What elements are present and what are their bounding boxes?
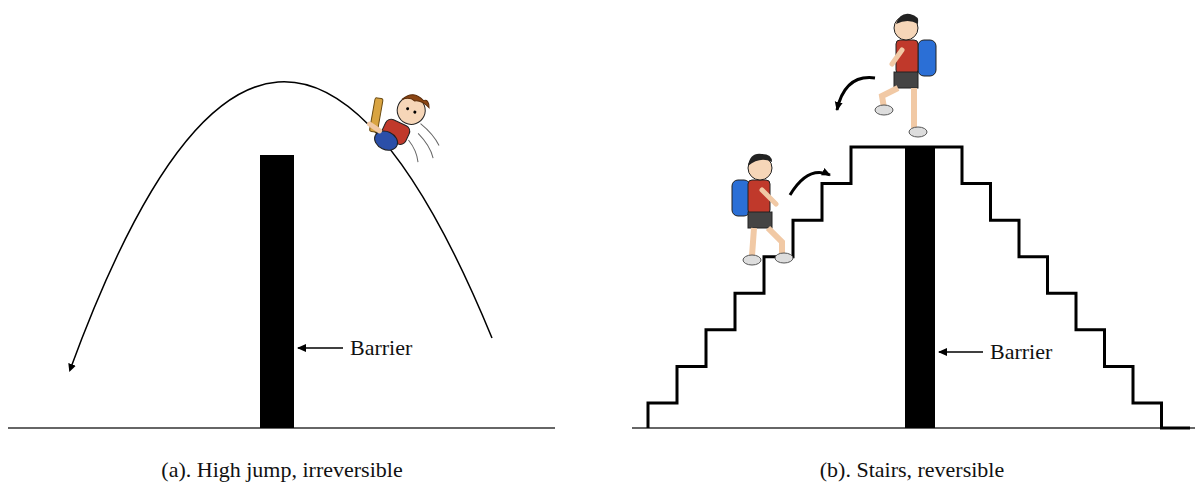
jump-trajectory (70, 82, 492, 370)
hiker-figure (732, 154, 793, 265)
leader-arrow (939, 351, 983, 353)
caption: (a). High jump, irreversible (161, 458, 402, 482)
caption: (b). Stairs, reversible (820, 458, 1005, 482)
barrier-bar (260, 155, 294, 428)
stairs-outline (648, 147, 1190, 428)
step-arrow (837, 78, 875, 110)
leader-arrow (298, 347, 343, 349)
barrier-label: Barrier (990, 340, 1052, 364)
barrier-bar (905, 147, 935, 428)
hiker-figure (875, 14, 936, 137)
barrier-label: Barrier (350, 336, 412, 360)
step-arrow (790, 173, 830, 196)
jumper-figure (357, 80, 454, 170)
